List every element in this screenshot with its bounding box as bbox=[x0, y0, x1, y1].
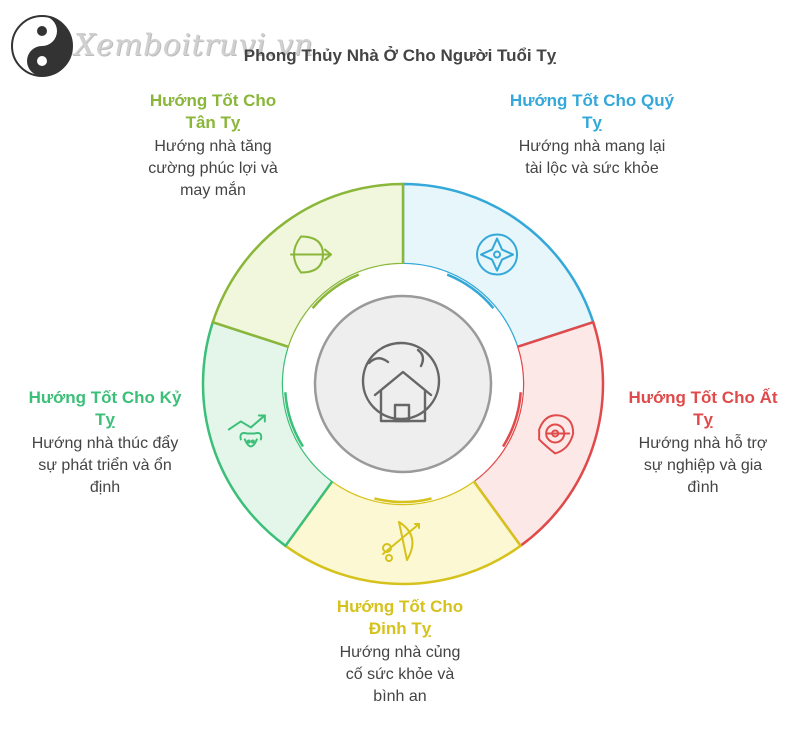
compass-icon bbox=[476, 233, 519, 276]
segment-text-ky: Hướng Tốt Cho Kỷ Tỵ Hướng nhà thúc đẩy s… bbox=[20, 387, 190, 499]
segment-heading-quy: Hướng Tốt Cho Quý Tỵ bbox=[509, 91, 675, 132]
segment-description-quy: Hướng nhà mang lại tài lộc và sức khỏe bbox=[518, 138, 666, 177]
bow-arrow-icon bbox=[289, 235, 332, 274]
house-icon bbox=[361, 341, 441, 423]
segment-notch-tan bbox=[311, 273, 360, 309]
archer-icon bbox=[382, 521, 420, 562]
segment-text-at: Hướng Tốt Cho Ất Tỵ Hướng nhà hỗ trợ sự … bbox=[618, 387, 788, 499]
segment-text-dinh: Hướng Tốt Cho Đinh Tỵ Hướng nhà củng cố … bbox=[315, 596, 485, 708]
segment-heading-ky: Hướng Tốt Cho Kỷ Tỵ bbox=[28, 388, 182, 429]
segment-notch-quy bbox=[446, 273, 495, 309]
page-title: Phong Thủy Nhà Ở Cho Người Tuổi Tỵ bbox=[243, 46, 557, 65]
segment-description-ky: Hướng nhà thúc đẩy sự phát triển và ổn đ… bbox=[31, 435, 179, 496]
growth-ox-icon bbox=[227, 414, 266, 448]
segment-notch-dinh bbox=[374, 497, 432, 504]
segment-description-at: Hướng nhà hỗ trợ sự nghiệp và gia đình bbox=[638, 435, 768, 496]
segment-text-tan: Hướng Tốt Cho Tân Tỵ Hướng nhà tăng cườn… bbox=[128, 90, 298, 202]
target-arrow-icon bbox=[538, 414, 575, 455]
segment-notch-ky bbox=[284, 392, 304, 448]
segment-description-dinh: Hướng nhà củng cố sức khỏe và bình an bbox=[339, 644, 461, 705]
segment-notch-at bbox=[502, 392, 522, 448]
site-logo[interactable]: Xemboitruvi.vn bbox=[8, 10, 313, 82]
segment-heading-at: Hướng Tốt Cho Ất Tỵ bbox=[628, 388, 778, 429]
segment-description-tan: Hướng nhà tăng cường phúc lợi và may mắn bbox=[148, 138, 278, 199]
segment-text-quy: Hướng Tốt Cho Quý Tỵ Hướng nhà mang lại … bbox=[507, 90, 677, 180]
segment-heading-dinh: Hướng Tốt Cho Đinh Tỵ bbox=[336, 597, 464, 638]
segment-heading-tan: Hướng Tốt Cho Tân Tỵ bbox=[149, 91, 277, 132]
yin-yang-icon bbox=[11, 15, 73, 77]
center-hub bbox=[313, 294, 493, 474]
site-watermark: Xemboitruvi.vn bbox=[74, 28, 314, 63]
